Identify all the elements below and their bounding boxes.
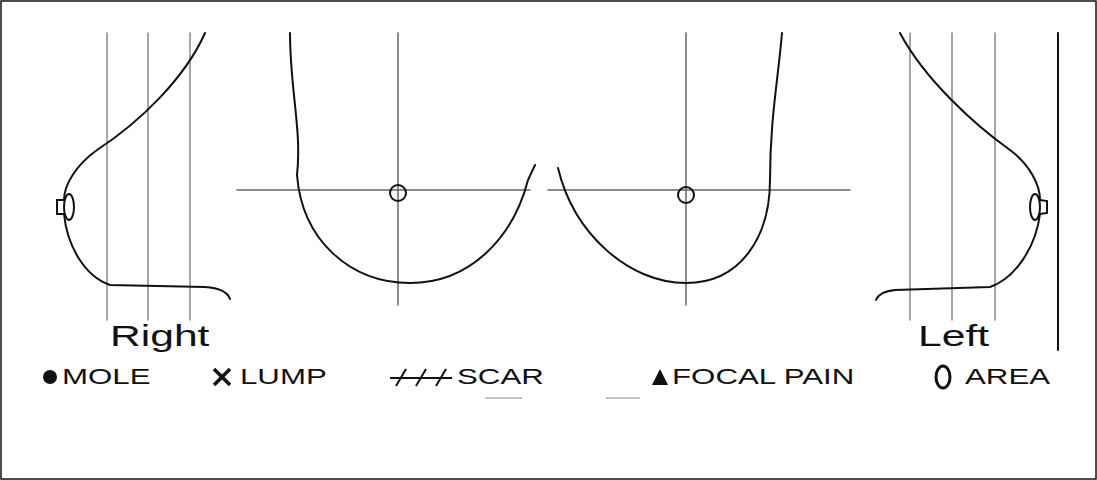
breast-profile (900, 33, 1040, 200)
scar-symbol (390, 369, 452, 386)
axis-line (237, 189, 530, 191)
axis-line (685, 33, 687, 305)
side-label: Right (110, 321, 180, 351)
nipple (390, 185, 406, 201)
focal-pain-symbol (652, 369, 668, 385)
nipple (57, 200, 64, 214)
side-label: Left (918, 321, 968, 351)
legend-item: MOLE (62, 366, 124, 388)
breast-profile (64, 33, 205, 200)
breast-profile (64, 214, 230, 299)
nipple (64, 194, 74, 220)
nipple (1040, 200, 1047, 214)
area-symbol (936, 366, 950, 388)
legend-item: SCAR (457, 366, 518, 388)
legend-item: AREA (965, 366, 1025, 388)
edge-line (1057, 33, 1059, 350)
legend-text: AREA (965, 366, 1050, 388)
breast-front (290, 33, 535, 283)
legend-item: FOCAL PAIN (672, 366, 800, 388)
nipple (1030, 194, 1040, 220)
lump-symbol (214, 369, 230, 385)
legend-item: LUMP (240, 366, 301, 388)
side-label-text: Right (110, 321, 209, 351)
legend-text: LUMP (240, 366, 327, 388)
legend-text: MOLE (62, 366, 151, 388)
grid-lines (910, 33, 995, 320)
underline (485, 398, 522, 399)
legend-text: SCAR (457, 366, 544, 388)
axis-line (548, 189, 850, 191)
axis-line (397, 33, 399, 305)
breast-front (558, 33, 782, 283)
mole-symbol (43, 370, 57, 384)
nipple (678, 187, 694, 203)
legend-text: FOCAL PAIN (672, 366, 854, 388)
breast-profile (876, 214, 1040, 300)
side-label-text: Left (918, 321, 989, 351)
underline (606, 398, 640, 399)
